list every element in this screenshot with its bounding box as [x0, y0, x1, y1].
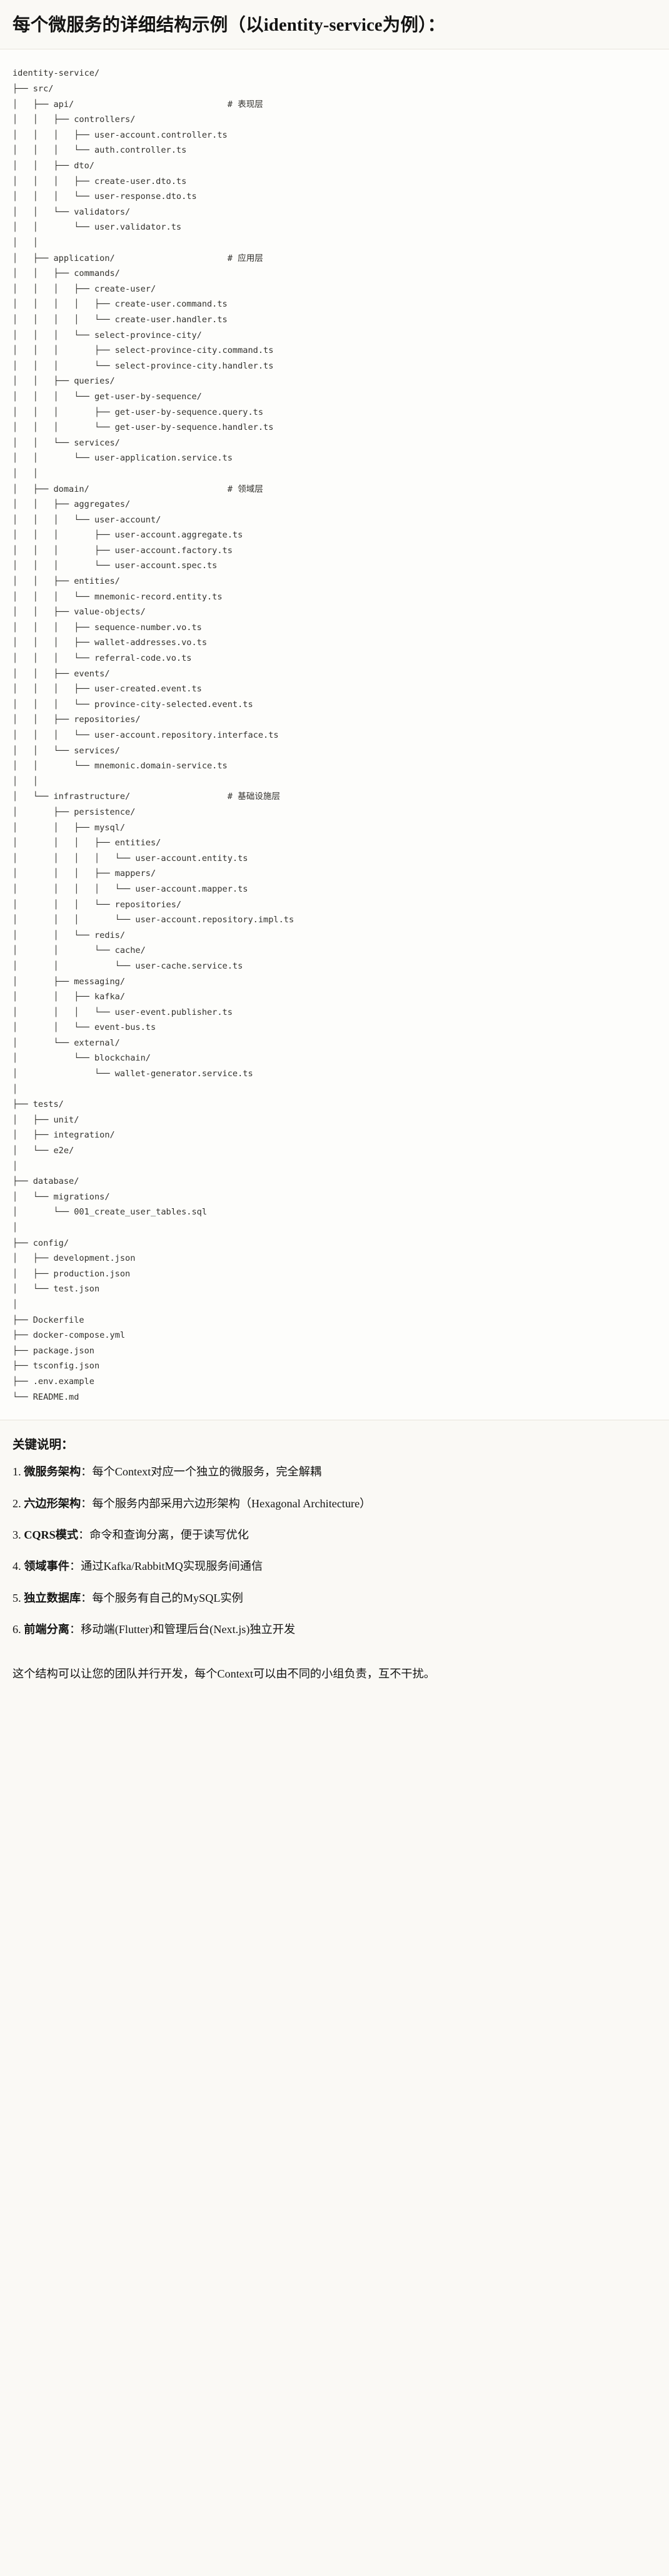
- note-separator: ：: [69, 1560, 81, 1573]
- list-item: 独立数据库：每个服务有自己的MySQL实例: [13, 1590, 656, 1607]
- note-separator: ：: [81, 1465, 93, 1479]
- page-title: 每个微服务的详细结构示例（以identity-service为例）：: [13, 16, 446, 35]
- file-tree-code-block: identity-service/ ├── src/ │ ├── api/ # …: [0, 49, 669, 1420]
- note-description: 通过Kafka/RabbitMQ实现服务间通信: [81, 1560, 263, 1573]
- note-separator: ：: [81, 1497, 93, 1510]
- list-item: CQRS模式：命令和查询分离，便于读写优化: [13, 1527, 656, 1544]
- key-notes-heading: 关键说明：: [13, 1438, 74, 1452]
- list-item: 前端分离：移动端(Flutter)和管理后台(Next.js)独立开发: [13, 1621, 656, 1638]
- note-separator: ：: [69, 1622, 81, 1636]
- note-description: 每个服务有自己的MySQL实例: [92, 1591, 243, 1604]
- key-notes-section: 关键说明： 微服务架构：每个Context对应一个独立的微服务，完全解耦 六边形…: [0, 1420, 669, 1659]
- note-description: 每个Context对应一个独立的微服务，完全解耦: [92, 1465, 322, 1479]
- closing-paragraph: 这个结构可以让您的团队并行开发，每个Context可以由不同的小组负责，互不干扰…: [13, 1667, 435, 1681]
- note-description: 移动端(Flutter)和管理后台(Next.js)独立开发: [81, 1622, 296, 1636]
- note-term: 前端分离: [24, 1622, 69, 1636]
- note-term: 六边形架构: [24, 1497, 81, 1510]
- note-description: 每个服务内部采用六边形架构（Hexagonal Architecture）: [92, 1497, 371, 1510]
- list-item: 六边形架构：每个服务内部采用六边形架构（Hexagonal Architectu…: [13, 1495, 656, 1512]
- directory-tree: identity-service/ ├── src/ │ ├── api/ # …: [13, 68, 294, 1402]
- key-notes-list: 微服务架构：每个Context对应一个独立的微服务，完全解耦 六边形架构：每个服…: [13, 1464, 656, 1638]
- note-term: 微服务架构: [24, 1465, 81, 1479]
- note-term: 领域事件: [24, 1560, 69, 1573]
- note-term: 独立数据库: [24, 1591, 81, 1604]
- note-description: 命令和查询分离，便于读写优化: [89, 1529, 249, 1542]
- note-separator: ：: [81, 1591, 93, 1604]
- note-separator: ：: [78, 1529, 90, 1542]
- list-item: 微服务架构：每个Context对应一个独立的微服务，完全解耦: [13, 1464, 656, 1480]
- list-item: 领域事件：通过Kafka/RabbitMQ实现服务间通信: [13, 1558, 656, 1575]
- note-term: CQRS模式: [24, 1529, 79, 1542]
